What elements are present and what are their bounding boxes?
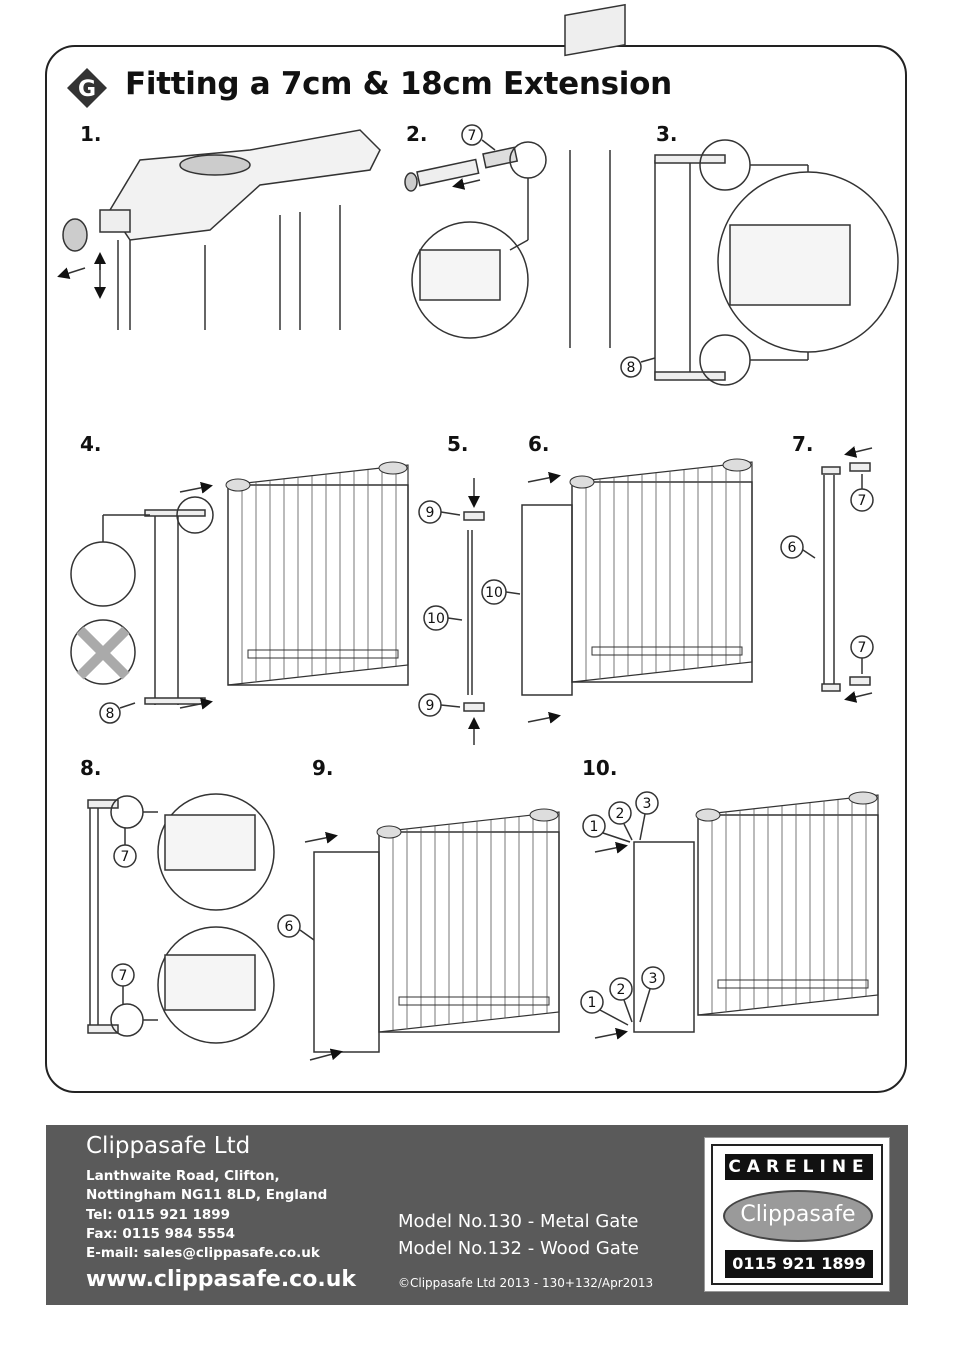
email[interactable]: E-mail: sales@clippasafe.co.uk [86, 1245, 320, 1262]
page-title: Fitting a 7cm & 18cm Extension [125, 66, 672, 102]
step-9-gate [376, 808, 560, 1033]
step-5-label: 5. [447, 432, 469, 456]
telephone: Tel: 0115 921 1899 [86, 1206, 231, 1223]
address-line-1: Lanthwaite Road, Clifton, [86, 1168, 280, 1184]
instruction-frame [45, 45, 907, 1093]
callout-9a: 9 [426, 505, 435, 521]
step-10-drawing: 1 2 3 1 2 3 [580, 791, 695, 1040]
callout-7b: 7 [858, 493, 867, 509]
callout-6a: 6 [788, 540, 797, 556]
careline-phone: 0115 921 1899 [725, 1250, 873, 1278]
website-link[interactable]: www.clippasafe.co.uk [86, 1267, 356, 1292]
callout-8a: 8 [627, 360, 636, 376]
step-6-drawing [521, 471, 573, 724]
careline-box: CARELINE Clippasafe 0115 921 1899 [704, 1137, 890, 1292]
step-10-gate [695, 791, 879, 1016]
section-badge: G [67, 68, 107, 108]
company-address: Lanthwaite Road, Clifton, Nottingham NG1… [86, 1167, 327, 1263]
model-metal-gate: Model No.130 - Metal Gate [398, 1211, 639, 1232]
step-3-drawing: 8 [620, 139, 899, 386]
callout-8b: 8 [106, 706, 115, 722]
step-6-label: 6. [528, 432, 550, 456]
callout-7e: 7 [119, 968, 128, 984]
step-1-label: 1. [80, 122, 102, 146]
step-4-label: 4. [80, 432, 102, 456]
step-2-drawing: 7 [404, 3, 626, 348]
step-10-label: 10. [582, 756, 618, 780]
callout-10b: 10 [485, 585, 503, 601]
address-line-2: Nottingham NG11 8LD, England [86, 1187, 328, 1204]
fax: Fax: 0115 984 5554 [86, 1225, 236, 1242]
callout-3a: 3 [643, 796, 652, 812]
callout-9b: 9 [426, 698, 435, 714]
callout-7d: 7 [121, 849, 130, 865]
section-badge-letter: G [78, 77, 96, 102]
step-8-drawing: 7 7 [87, 793, 275, 1044]
step-9-label: 9. [312, 756, 334, 780]
step-8-label: 8. [80, 756, 102, 780]
copyright: ©Clippasafe Ltd 2013 - 130+132/Apr2013 [398, 1276, 654, 1290]
callout-2b: 2 [617, 982, 626, 998]
clippasafe-logo: Clippasafe [723, 1190, 873, 1242]
callout-10a: 10 [427, 611, 445, 627]
step-9-drawing: 6 [277, 831, 380, 1061]
step-3-label: 3. [656, 122, 678, 146]
step-7-drawing: 7 7 6 [780, 446, 874, 703]
step-5-drawing: 9 9 10 10 [418, 478, 521, 745]
callout-7a: 7 [468, 128, 477, 144]
footer: Clippasafe Ltd Lanthwaite Road, Clifton,… [46, 1125, 908, 1305]
callout-1a: 1 [590, 819, 599, 835]
company-name: Clippasafe Ltd [86, 1133, 251, 1159]
step-4-drawing: 8 [70, 481, 214, 724]
assembly-illustrations: 7 8 8 [57, 3, 899, 1061]
callout-7c: 7 [858, 640, 867, 656]
step-1-drawing [57, 129, 381, 330]
step-7-label: 7. [792, 432, 814, 456]
step-6-gate [569, 458, 753, 683]
model-wood-gate: Model No.132 - Wood Gate [398, 1238, 639, 1259]
step-2-label: 2. [406, 122, 428, 146]
callout-3b: 3 [649, 971, 658, 987]
step-4-gate [225, 461, 409, 686]
callout-1b: 1 [588, 995, 597, 1011]
callout-6b: 6 [285, 919, 294, 935]
careline-label: CARELINE [725, 1154, 873, 1180]
callout-2a: 2 [616, 806, 625, 822]
